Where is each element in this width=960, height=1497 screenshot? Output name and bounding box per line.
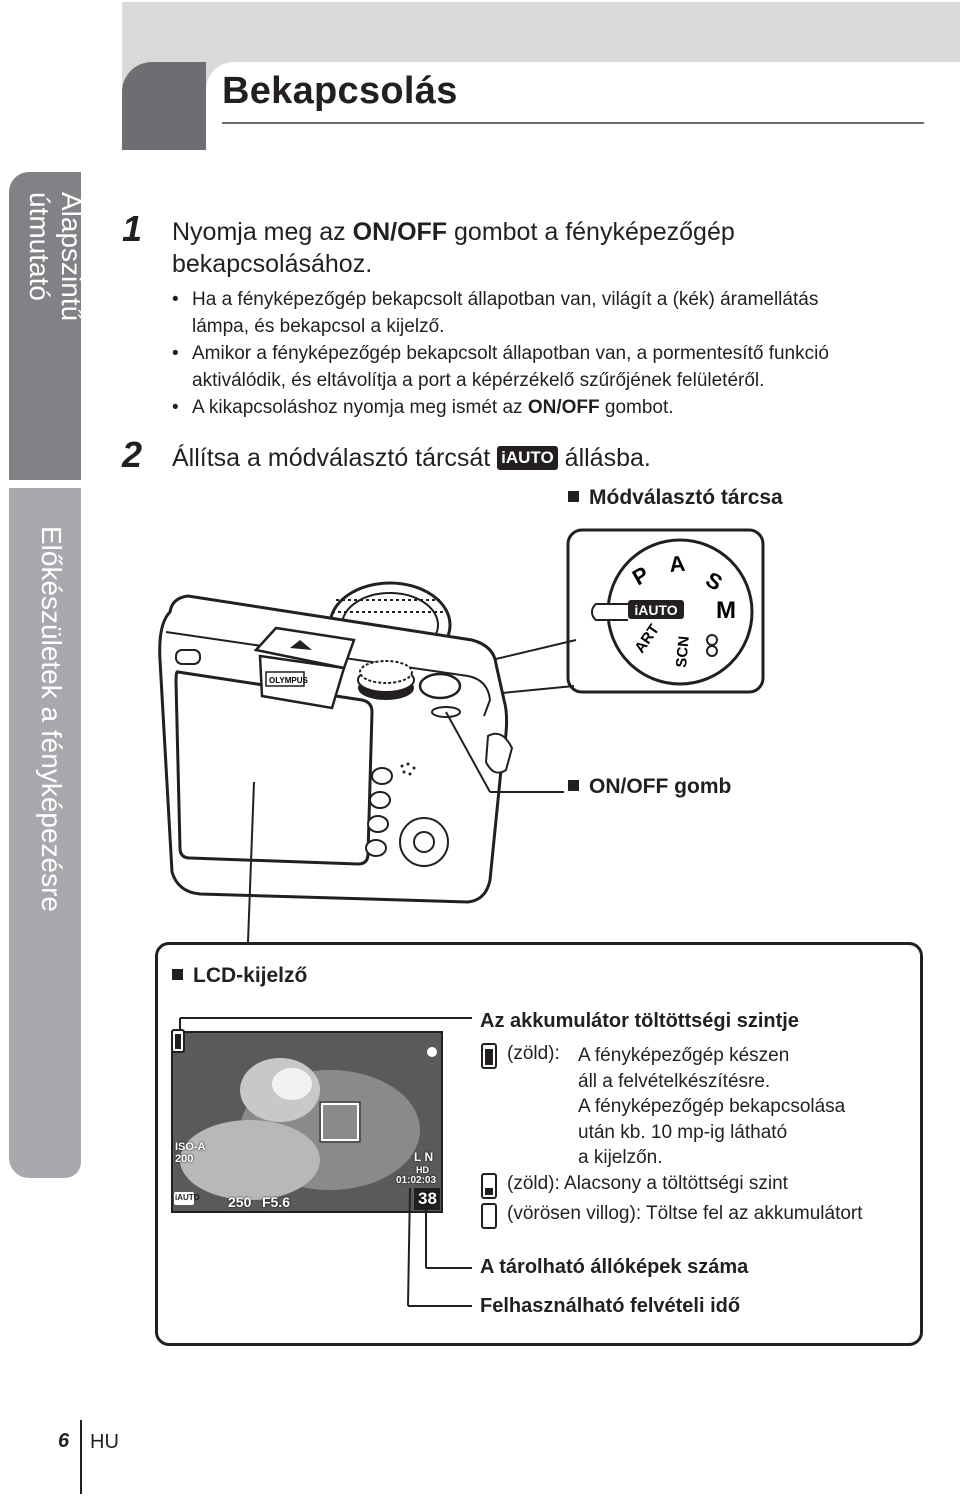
dial-pointer-icon: [591, 603, 628, 621]
page-number: 6: [58, 1430, 70, 1452]
storable-images-label: A tárolható állóképek száma: [480, 1256, 749, 1278]
battery-full-legend-icon: [481, 1043, 497, 1069]
lcd-callout: LCD-kijelző: [172, 964, 307, 988]
movie-mode-icon: [706, 634, 718, 657]
camera-brand-label: OLYMPUS: [269, 676, 308, 685]
lcd-mode-icon: [174, 1192, 194, 1205]
camera-control-dial: [357, 660, 415, 700]
battery-full-description: A fényképezőgép készen áll a felvételkés…: [578, 1045, 846, 1169]
lcd-status-dot: [427, 1047, 437, 1057]
step-1-number: 1: [122, 208, 143, 249]
side-tab-preparation[interactable]: Előkészületek a fényképezésre: [9, 488, 81, 1178]
rectime-leader-line: [407, 1187, 411, 1307]
camera-lcd-icon: [174, 670, 374, 866]
dial-label-iauto: iAUTO: [634, 602, 677, 618]
battery-low-status: (zöld): Alacsony a töltöttségi szint: [507, 1173, 788, 1194]
lcd-mode-label: iAUTO: [175, 1193, 200, 1202]
shutter-button-icon: [418, 672, 462, 700]
lcd-iso: ISO-A 200: [175, 1141, 206, 1165]
strap-icon: [484, 732, 514, 774]
battery-low-legend-icon: [481, 1173, 497, 1199]
recording-time-label: Felhasználható felvételi idő: [480, 1295, 741, 1317]
language-code: HU: [90, 1431, 119, 1453]
side-tab-basic-guide[interactable]: Alapszintű útmutató: [9, 172, 81, 480]
iauto-icon: iAUTO: [497, 446, 558, 470]
step-2-text: Állítsa a módválasztó tárcsát iAUTO állá…: [172, 444, 651, 472]
lcd-shutter: 250: [228, 1194, 252, 1210]
step-2-number: 2: [122, 434, 143, 475]
dial-label-a: A: [668, 551, 686, 577]
lcd-shots: 38: [418, 1189, 437, 1208]
step-1-bullet-2: • Amikor a fényképezőgép bekapcsolt álla…: [172, 343, 829, 391]
strap-eyelet: [175, 649, 201, 665]
rear-buttons: [365, 767, 393, 857]
battery-empty-legend-icon: [481, 1203, 497, 1229]
step-1-bullet-1: • Ha a fényképezőgép bekapcsolt állapotb…: [172, 289, 819, 337]
camera-body-edge: [165, 631, 492, 717]
lcd-movie-quality: HD: [416, 1165, 429, 1175]
mode-dial-callout: Módválasztó tárcsa: [568, 486, 783, 510]
title-rule: [222, 122, 924, 124]
flash-icon: OLYMPUS: [253, 626, 356, 710]
lcd-shots-box: [414, 1188, 440, 1210]
step-1-text: Nyomja meg az ON/OFF gombot a fényképező…: [172, 218, 735, 278]
square-bullet-icon: [568, 780, 579, 791]
arrow-pad-icon: [399, 817, 449, 867]
page-title: Bekapcsolás: [222, 70, 458, 112]
step-1-bullet-3: • A kikapcsoláshoz nyomja meg ismét az O…: [172, 397, 674, 418]
square-bullet-icon: [568, 491, 579, 502]
battery-empty-status: (vörösen villog): Töltse fel az akkumulá…: [507, 1203, 863, 1224]
af-frame-icon: [321, 1103, 359, 1141]
battery-full-status: (zöld):: [507, 1043, 560, 1064]
dial-label-scn: SCN: [673, 635, 693, 668]
lcd-record-time: 01:02:03: [396, 1175, 437, 1186]
dial-iauto-badge: [628, 600, 684, 619]
on-off-callout: ON/OFF gomb: [568, 775, 731, 799]
dial-label-m: M: [716, 597, 736, 624]
lcd-leader-line: [247, 781, 255, 943]
battery-info-title: Az akkumulátor töltöttségi szintje: [480, 1010, 799, 1032]
on-off-leader-line: [445, 711, 491, 793]
battery-full-icon: [171, 1029, 185, 1053]
footer-divider: [80, 1420, 82, 1494]
speaker-icon: [400, 762, 416, 776]
square-bullet-icon: [172, 969, 183, 980]
lcd-aperture: F5.6: [262, 1194, 291, 1210]
header-tab: [122, 62, 206, 150]
lcd-quality: L N: [414, 1150, 434, 1164]
lcd-info-box: [155, 942, 923, 1346]
header-title-area: [206, 62, 960, 150]
